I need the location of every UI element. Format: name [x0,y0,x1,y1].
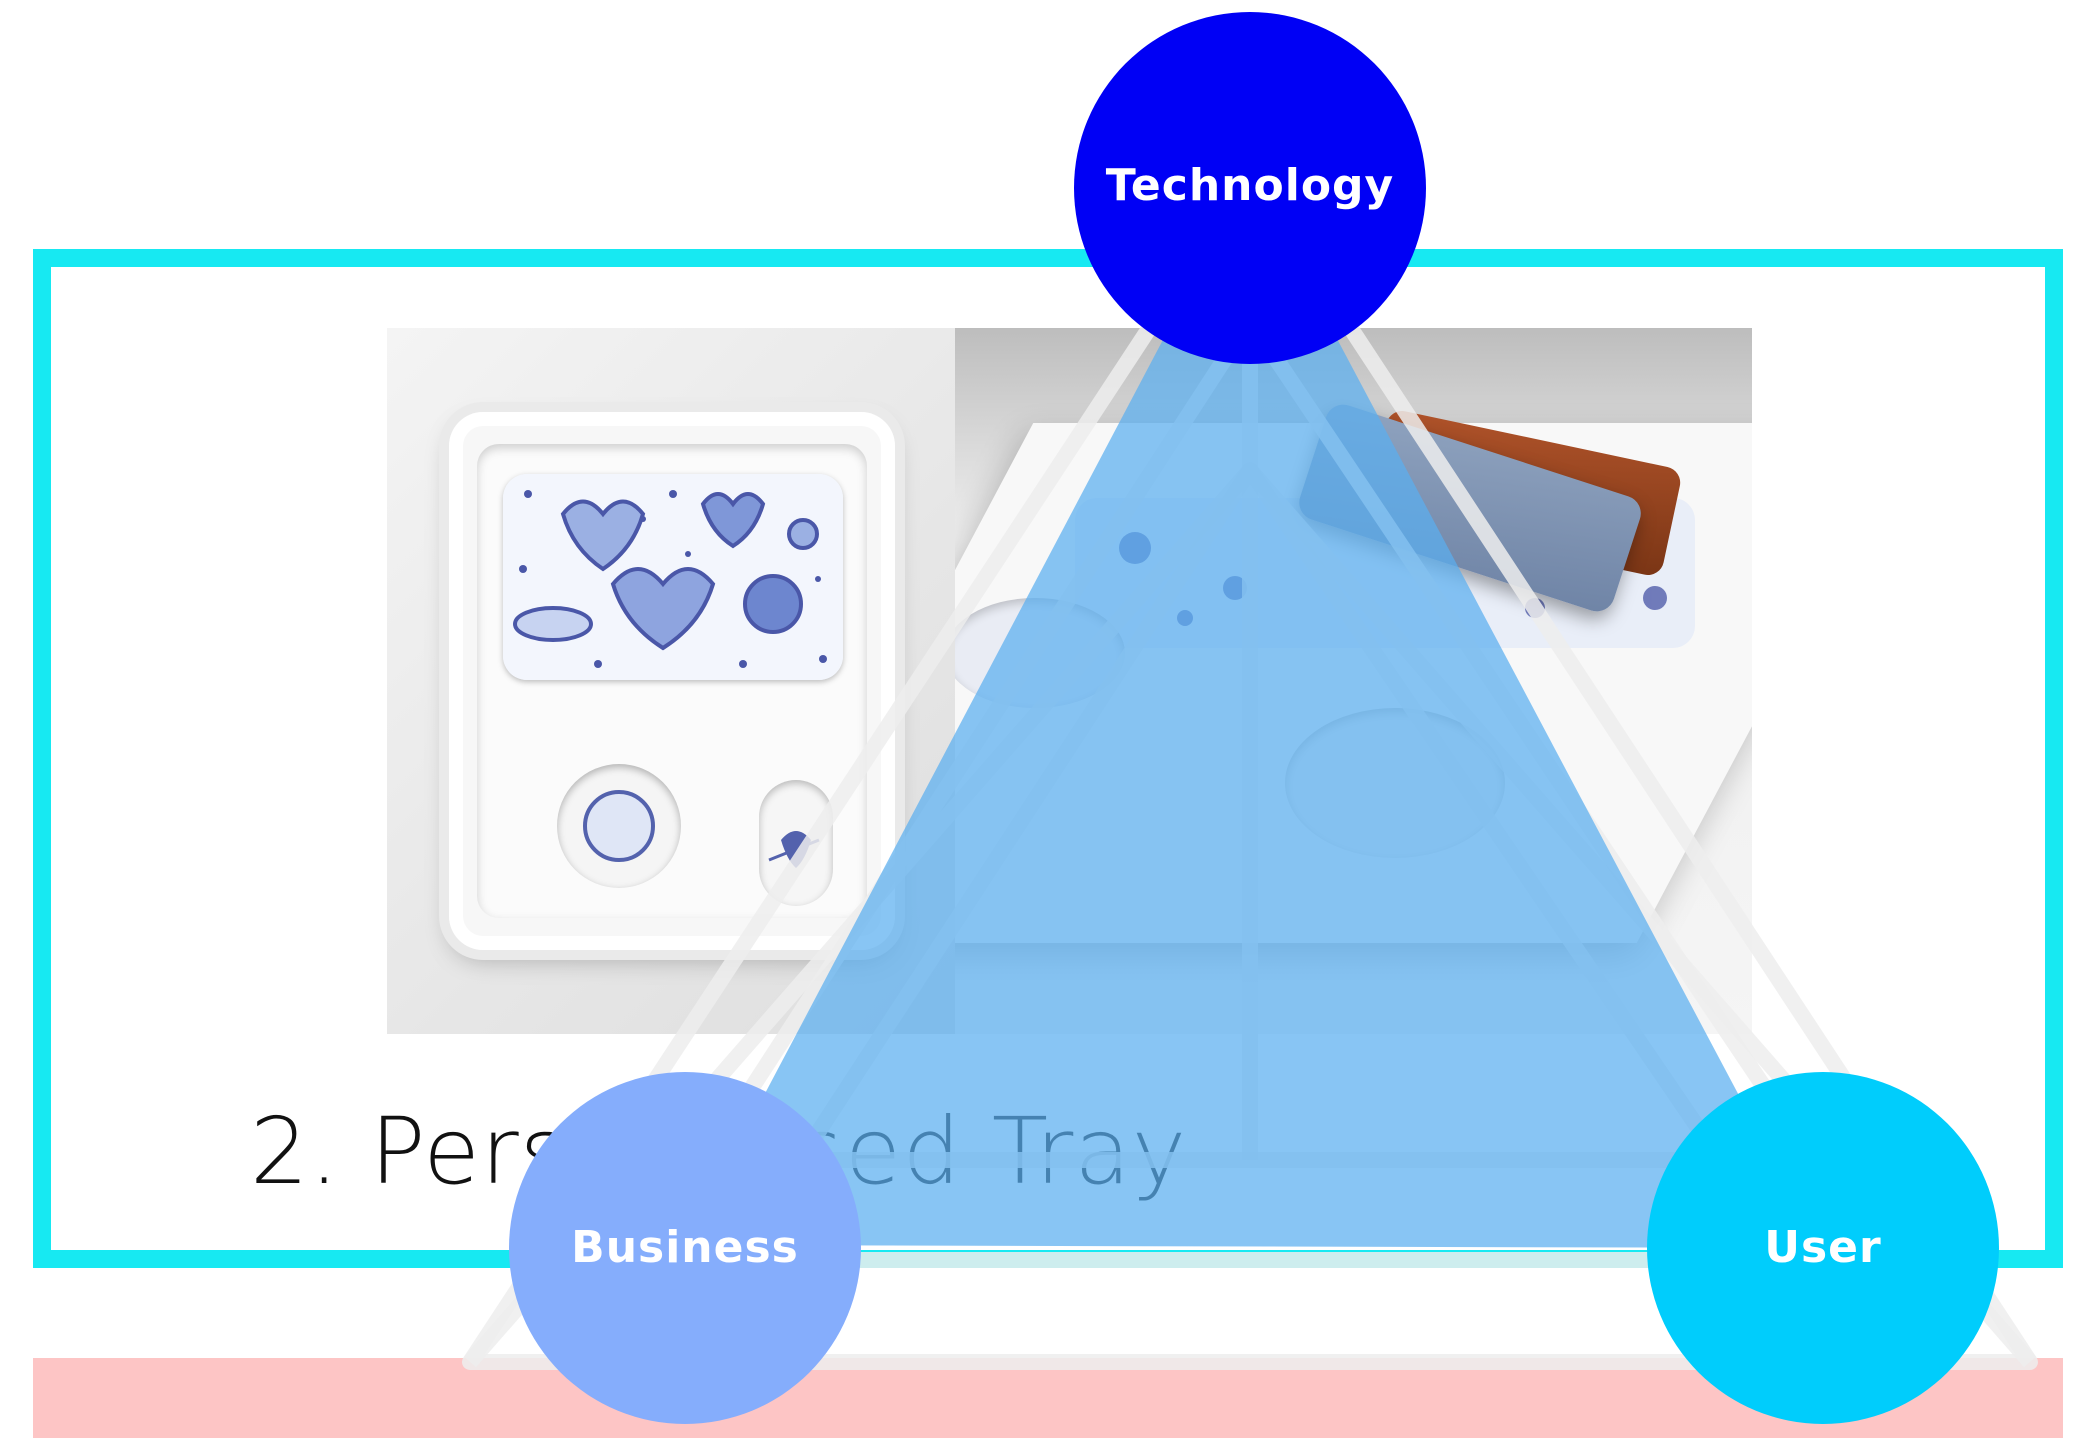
coaster-well [557,764,681,888]
tray-top-view-photo [387,328,957,1034]
cyan-frame [33,249,2063,1268]
technology-circle [1074,12,1426,364]
tray-inner [477,444,867,918]
user-label: User [1764,1222,1881,1273]
business-circle [509,1072,861,1424]
tattoo-pattern-card [503,474,843,680]
highlight-triangle [685,175,1820,1248]
business-label: Business [571,1222,799,1273]
tray [449,412,895,950]
tattoo-pattern-art [503,474,843,680]
coaster-disc [583,790,655,862]
node-technology: Technology [1074,12,1426,364]
user-circle [1647,1072,1999,1424]
node-business: Business [509,1072,861,1424]
outer-triangle [462,167,2038,1370]
technology-label: Technology [1106,160,1394,211]
node-user: User [1647,1072,1999,1424]
